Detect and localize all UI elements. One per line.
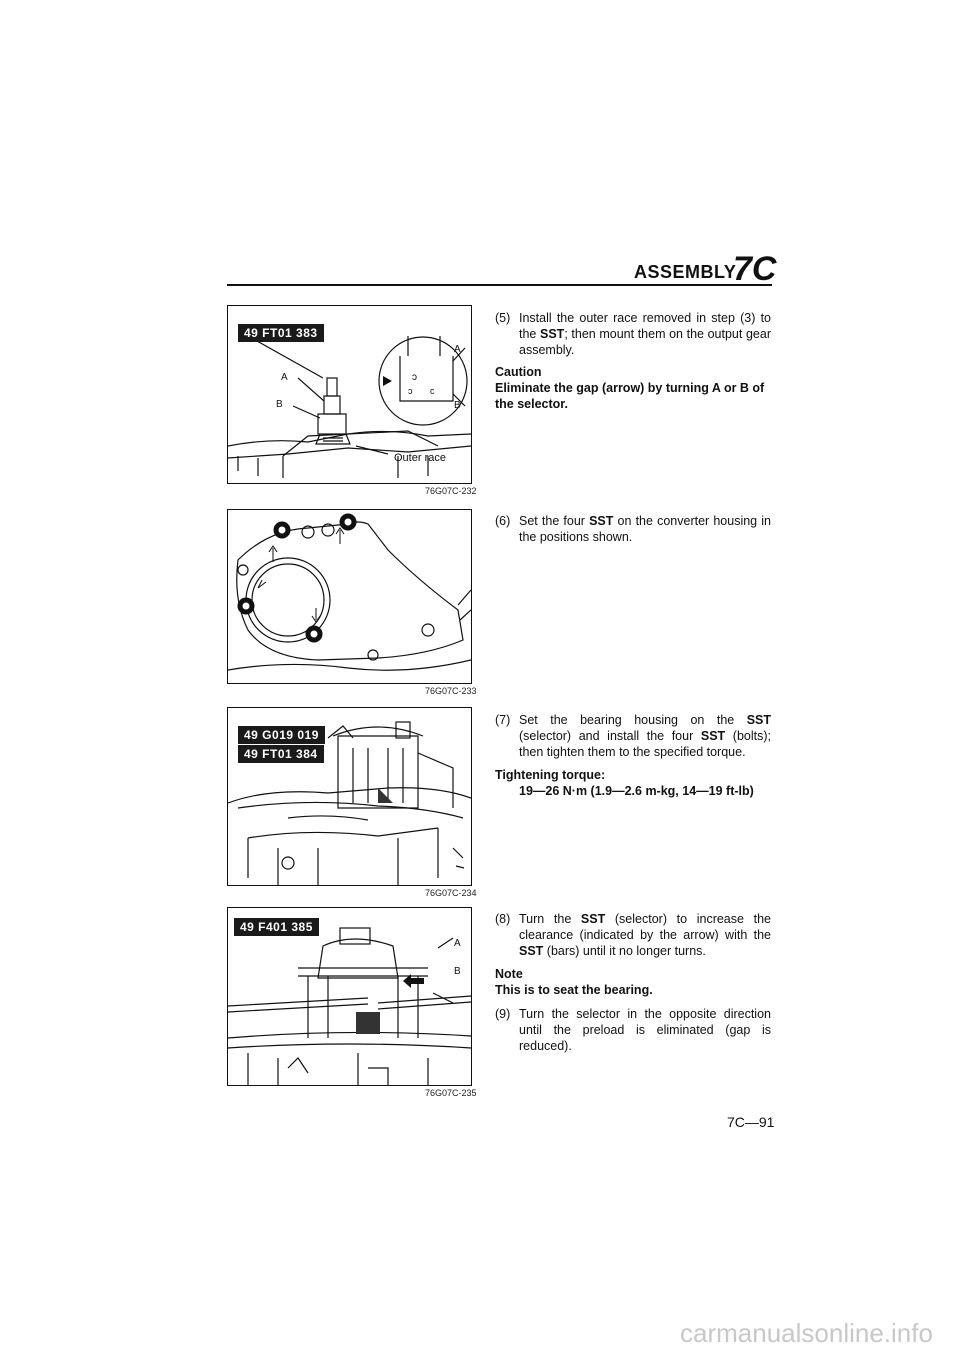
figure-1-label-b: B xyxy=(276,399,283,410)
section-code: 7C xyxy=(733,250,777,288)
figure-1-label-a: A xyxy=(281,372,288,383)
figure-4-illustration xyxy=(228,927,471,1085)
figure-1-code: 76G07C-232 xyxy=(425,486,477,496)
note-text: This is to seat the bearing. xyxy=(495,983,653,997)
svg-text:ɔ: ɔ xyxy=(412,372,417,383)
figure-2-illustration xyxy=(228,513,471,671)
figure-3-illustration xyxy=(228,721,471,885)
figure-4: 49 F401 385 A B xyxy=(227,907,472,1086)
figure-4-code: 76G07C-235 xyxy=(425,1088,477,1098)
step-8: (8) Turn the SST (selector) to increase … xyxy=(495,911,771,959)
step-7-text: Set the bearing housing on the SST (sele… xyxy=(519,713,771,759)
figure-3-tool-tag-1: 49 G019 019 xyxy=(238,726,325,744)
figure-1-illustration: ɔ ɔ c xyxy=(228,335,471,478)
section-title: ASSEMBLY xyxy=(634,262,737,282)
step-7: (7) Set the bearing housing on the SST (… xyxy=(495,712,771,760)
figure-4-label-b: B xyxy=(454,966,461,977)
figure-3-code: 76G07C-234 xyxy=(425,888,477,898)
step-6-number: (6) xyxy=(495,514,511,528)
figure-1-outer-race-label: Outer race xyxy=(394,452,446,464)
torque-title: Tightening torque: xyxy=(495,768,606,782)
step-9: (9) Turn the selector in the opposite di… xyxy=(495,1006,771,1054)
step-5: (5) Install the outer race removed in st… xyxy=(495,310,771,358)
caution-text: Eliminate the gap (arrow) by turning A o… xyxy=(495,381,765,411)
figure-1-tool-tag: 49 FT01 383 xyxy=(238,324,324,342)
step-6-text: Set the four SST on the converter housin… xyxy=(519,514,771,544)
step-9-number: (9) xyxy=(495,1007,511,1021)
figure-4-tool-tag: 49 F401 385 xyxy=(234,918,319,936)
figure-1-inset-label-b: B xyxy=(454,400,461,411)
figure-2 xyxy=(227,509,472,684)
note-title: Note xyxy=(495,967,523,981)
header-rule xyxy=(227,284,772,286)
figure-2-code: 76G07C-233 xyxy=(425,686,477,696)
svg-text:c: c xyxy=(430,386,435,396)
svg-text:ɔ: ɔ xyxy=(408,386,413,396)
step-9-text: Turn the selector in the opposite direct… xyxy=(519,1007,771,1053)
step-5-text: Install the outer race removed in step (… xyxy=(519,311,771,357)
step-5-number: (5) xyxy=(495,311,511,325)
figure-3: 49 G019 019 49 FT01 384 xyxy=(227,707,472,886)
step-8-number: (8) xyxy=(495,912,511,926)
step-7-number: (7) xyxy=(495,713,511,727)
watermark: carmanualsonline.info xyxy=(680,1318,933,1348)
figure-1-inset-label-a: A xyxy=(454,344,461,355)
figure-1: ɔ ɔ c 49 FT01 383 A B A B Outer race xyxy=(227,305,472,484)
figure-4-label-a: A xyxy=(454,938,461,949)
figure-3-tool-tag-2: 49 FT01 384 xyxy=(238,745,324,763)
page-number: 7C—91 xyxy=(727,1114,775,1130)
step-8-text: Turn the SST (selector) to increase the … xyxy=(519,912,771,958)
torque-value: 19—26 N·m (1.9—2.6 m-kg, 14—19 ft-lb) xyxy=(519,784,754,798)
step-6: (6) Set the four SST on the converter ho… xyxy=(495,513,771,545)
caution-title: Caution xyxy=(495,365,542,379)
